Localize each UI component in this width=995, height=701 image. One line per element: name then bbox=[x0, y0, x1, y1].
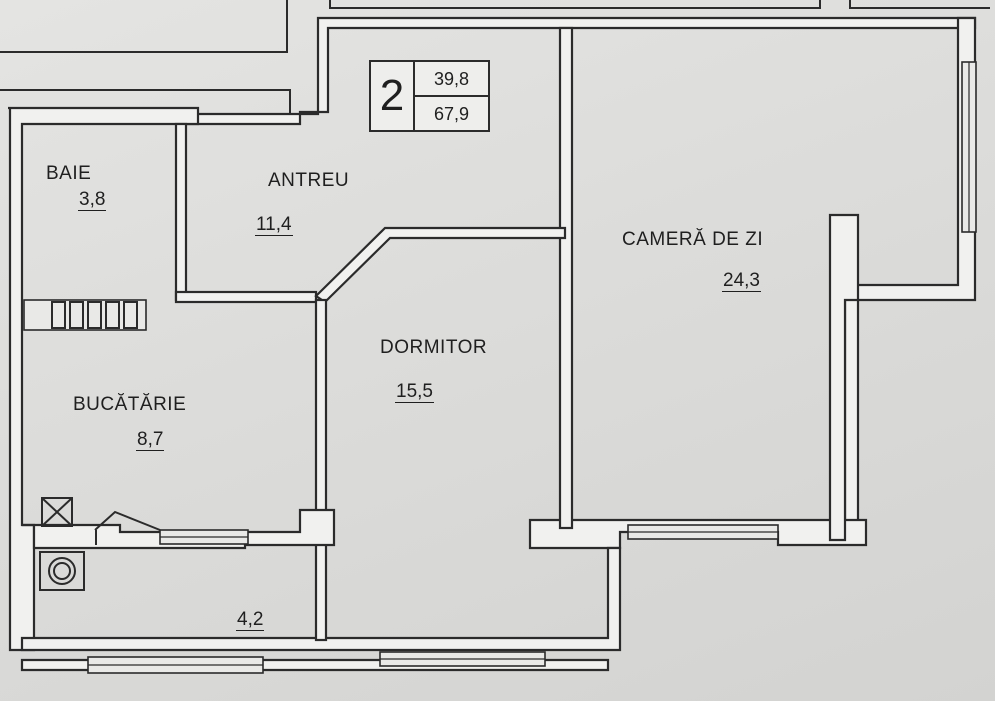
balcony-door bbox=[94, 510, 161, 545]
living-area-value: 39,8 bbox=[415, 62, 488, 97]
living-room-label: CAMERĂ DE ZI bbox=[622, 229, 764, 250]
windows bbox=[87, 61, 977, 674]
hallway-area: 11,4 bbox=[255, 214, 293, 236]
boiler-symbol bbox=[39, 551, 85, 591]
balcony-area: 4,2 bbox=[236, 609, 265, 631]
kitchen-label: BUCĂTĂRIE bbox=[73, 394, 187, 415]
kitchen-counter bbox=[23, 299, 147, 331]
bedroom-label: DORMITOR bbox=[380, 337, 488, 358]
bathroom-area: 3,8 bbox=[78, 189, 107, 211]
living-room-area: 24,3 bbox=[722, 270, 761, 292]
hallway-label: ANTREU bbox=[268, 170, 350, 191]
neighbour-walls bbox=[0, 0, 990, 118]
vent-shaft bbox=[41, 497, 73, 527]
total-area-value: 67,9 bbox=[433, 104, 470, 124]
apartment-summary: 2 39,8 67,9 bbox=[369, 60, 490, 132]
bedroom-area: 15,5 bbox=[395, 381, 434, 403]
kitchen-area: 8,7 bbox=[136, 429, 165, 451]
interior-walls bbox=[22, 26, 860, 642]
bathroom-label: BAIE bbox=[46, 163, 92, 184]
room-count: 2 bbox=[371, 62, 415, 130]
